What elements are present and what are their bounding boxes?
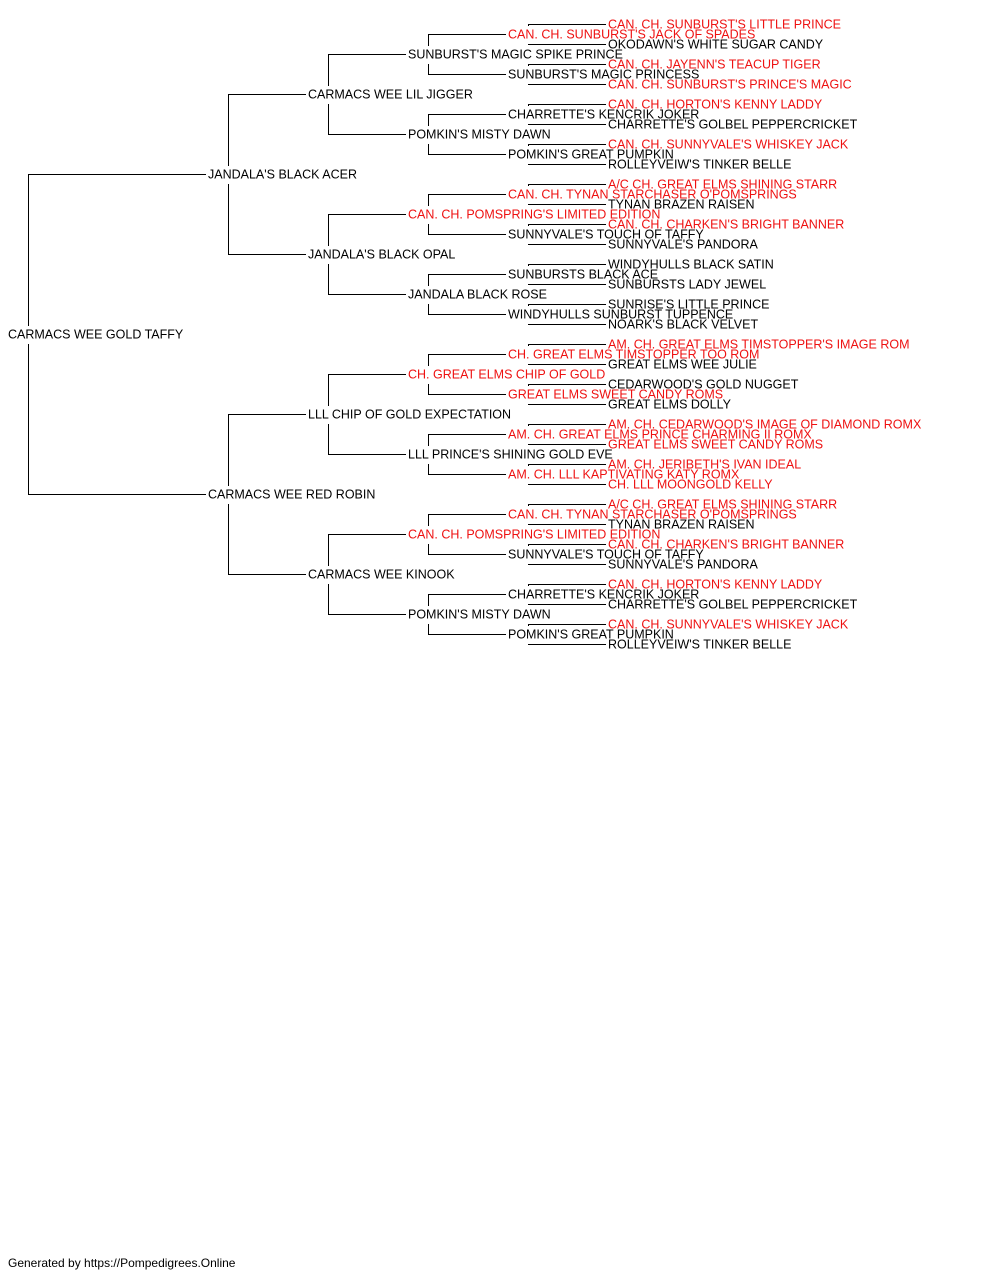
ancestor-name-gen5: CEDARWOOD'S GOLD NUGGET bbox=[608, 378, 799, 392]
ancestor-name-gen1: CARMACS WEE RED ROBIN bbox=[208, 488, 375, 502]
ancestor-name-gen5: AM. CH. JERIBETH'S IVAN IDEAL bbox=[608, 458, 801, 472]
ancestor-name-gen5: SUNRISE'S LITTLE PRINCE bbox=[608, 298, 769, 312]
ancestor-name-gen5: CAN. CH. SUNBURST'S PRINCE'S MAGIC bbox=[608, 78, 852, 92]
ancestor-name-gen5: NOARK'S BLACK VELVET bbox=[608, 318, 758, 332]
ancestor-name-gen4: CH. GREAT ELMS TIMSTOPPER TOO ROM bbox=[508, 348, 759, 362]
ancestor-name-gen5: A/C CH. GREAT ELMS SHINING STARR bbox=[608, 498, 837, 512]
ancestor-name-gen2: JANDALA'S BLACK OPAL bbox=[308, 248, 455, 262]
ancestor-name-gen4: CHARRETTE'S KENCRIK JOKER bbox=[508, 588, 699, 602]
ancestor-name-gen4: CHARRETTE'S KENCRIK JOKER bbox=[508, 108, 699, 122]
ancestor-name-gen3: SUNBURST'S MAGIC SPIKE PRINCE bbox=[408, 48, 623, 62]
ancestor-name-gen2: CARMACS WEE KINOOK bbox=[308, 568, 455, 582]
ancestor-name-gen3: CAN. CH. POMSPRING'S LIMITED EDITION bbox=[408, 528, 660, 542]
ancestor-name-gen3: CH. GREAT ELMS CHIP OF GOLD bbox=[408, 368, 605, 382]
ancestor-name-gen5: CHARRETTE'S GOLBEL PEPPERCRICKET bbox=[608, 118, 858, 132]
ancestor-name-gen4: SUNBURST'S MAGIC PRINCESS bbox=[508, 68, 699, 82]
ancestor-name-gen5: GREAT ELMS DOLLY bbox=[608, 398, 732, 412]
ancestor-name-gen4: AM. CH. LLL KAPTIVATING KATY ROMX bbox=[508, 468, 740, 482]
ancestor-name-gen5: AM. CH. CEDARWOOD'S IMAGE OF DIAMOND ROM… bbox=[608, 418, 922, 432]
ancestor-name-gen1: JANDALA'S BLACK ACER bbox=[208, 168, 357, 182]
ancestor-name-gen5: CAN. CH. JAYENN'S TEACUP TIGER bbox=[608, 58, 821, 72]
ancestor-name-gen3: POMKIN'S MISTY DAWN bbox=[408, 608, 551, 622]
ancestor-name-gen5: CAN. CH. SUNBURST'S LITTLE PRINCE bbox=[608, 18, 841, 32]
ancestor-name-gen3: CAN. CH. POMSPRING'S LIMITED EDITION bbox=[408, 208, 660, 222]
ancestor-name-gen5: CHARRETTE'S GOLBEL PEPPERCRICKET bbox=[608, 598, 858, 612]
ancestor-name-gen3: POMKIN'S MISTY DAWN bbox=[408, 128, 551, 142]
ancestor-name-gen2: CARMACS WEE LIL JIGGER bbox=[308, 88, 473, 102]
ancestor-name-gen4: WINDYHULLS SUNBURST TUPPENCE bbox=[508, 308, 733, 322]
footer-credit: Generated by https://Pompedigrees.Online bbox=[8, 1256, 236, 1270]
ancestor-name-gen5: CAN. CH. CHARKEN'S BRIGHT BANNER bbox=[608, 218, 844, 232]
ancestor-name-gen4: POMKIN'S GREAT PUMPKIN bbox=[508, 628, 674, 642]
ancestor-name-gen5: AM. CH. GREAT ELMS TIMSTOPPER'S IMAGE RO… bbox=[608, 338, 910, 352]
ancestor-name-gen5: OKODAWN'S WHITE SUGAR CANDY bbox=[608, 38, 824, 52]
ancestor-name-gen5: WINDYHULLS BLACK SATIN bbox=[608, 258, 774, 272]
ancestor-name-gen4: AM. CH. GREAT ELMS PRINCE CHARMING II RO… bbox=[508, 428, 812, 442]
ancestor-name-gen5: ROLLEYVEIW'S TINKER BELLE bbox=[608, 158, 791, 172]
ancestor-name-gen5: SUNBURSTS LADY JEWEL bbox=[608, 278, 766, 292]
ancestor-name-gen4: CAN. CH. TYNAN STARCHASER O'POMSPRINGS bbox=[508, 508, 797, 522]
ancestor-name-gen5: SUNNYVALE'S PANDORA bbox=[608, 558, 759, 572]
ancestor-name-gen5: A/C CH. GREAT ELMS SHINING STARR bbox=[608, 178, 837, 192]
ancestor-name-gen3: JANDALA BLACK ROSE bbox=[408, 288, 547, 302]
ancestor-name-gen4: SUNBURSTS BLACK ACE bbox=[508, 268, 658, 282]
ancestor-name-gen5: CH. LLL MOONGOLD KELLY bbox=[608, 478, 773, 492]
ancestor-name-gen5: GREAT ELMS WEE JULIE bbox=[608, 358, 757, 372]
ancestor-name-gen2: LLL CHIP OF GOLD EXPECTATION bbox=[308, 408, 511, 422]
ancestor-name-gen5: CAN. CH. SUNNYVALE'S WHISKEY JACK bbox=[608, 618, 849, 632]
ancestor-name-gen5: CAN. CH. HORTON'S KENNY LADDY bbox=[608, 98, 823, 112]
ancestor-name-gen5: CAN. CH. CHARKEN'S BRIGHT BANNER bbox=[608, 538, 844, 552]
ancestor-name-gen4: CAN. CH. TYNAN STARCHASER O'POMSPRINGS bbox=[508, 188, 797, 202]
ancestor-name-gen5: TYNAN BRAZEN RAISEN bbox=[608, 518, 755, 532]
ancestor-name-gen5: CAN. CH. HORTON'S KENNY LADDY bbox=[608, 578, 823, 592]
ancestor-name-gen4: SUNNYVALE'S TOUCH OF TAFFY bbox=[508, 228, 704, 242]
ancestor-name-gen5: GREAT ELMS SWEET CANDY ROMS bbox=[608, 438, 823, 452]
subject-dog-name: CARMACS WEE GOLD TAFFY bbox=[8, 328, 184, 342]
ancestor-name-gen5: CAN. CH. SUNNYVALE'S WHISKEY JACK bbox=[608, 138, 849, 152]
ancestor-name-gen5: TYNAN BRAZEN RAISEN bbox=[608, 198, 755, 212]
ancestor-name-gen4: SUNNYVALE'S TOUCH OF TAFFY bbox=[508, 548, 704, 562]
ancestor-name-gen4: CAN. CH. SUNBURST'S JACK OF SPADES bbox=[508, 28, 755, 42]
ancestor-name-gen3: LLL PRINCE'S SHINING GOLD EVE bbox=[408, 448, 613, 462]
ancestor-name-gen5: SUNNYVALE'S PANDORA bbox=[608, 238, 759, 252]
ancestor-name-gen4: POMKIN'S GREAT PUMPKIN bbox=[508, 148, 674, 162]
ancestor-name-gen5: ROLLEYVEIW'S TINKER BELLE bbox=[608, 638, 791, 652]
ancestor-name-gen4: GREAT ELMS SWEET CANDY ROMS bbox=[508, 388, 723, 402]
